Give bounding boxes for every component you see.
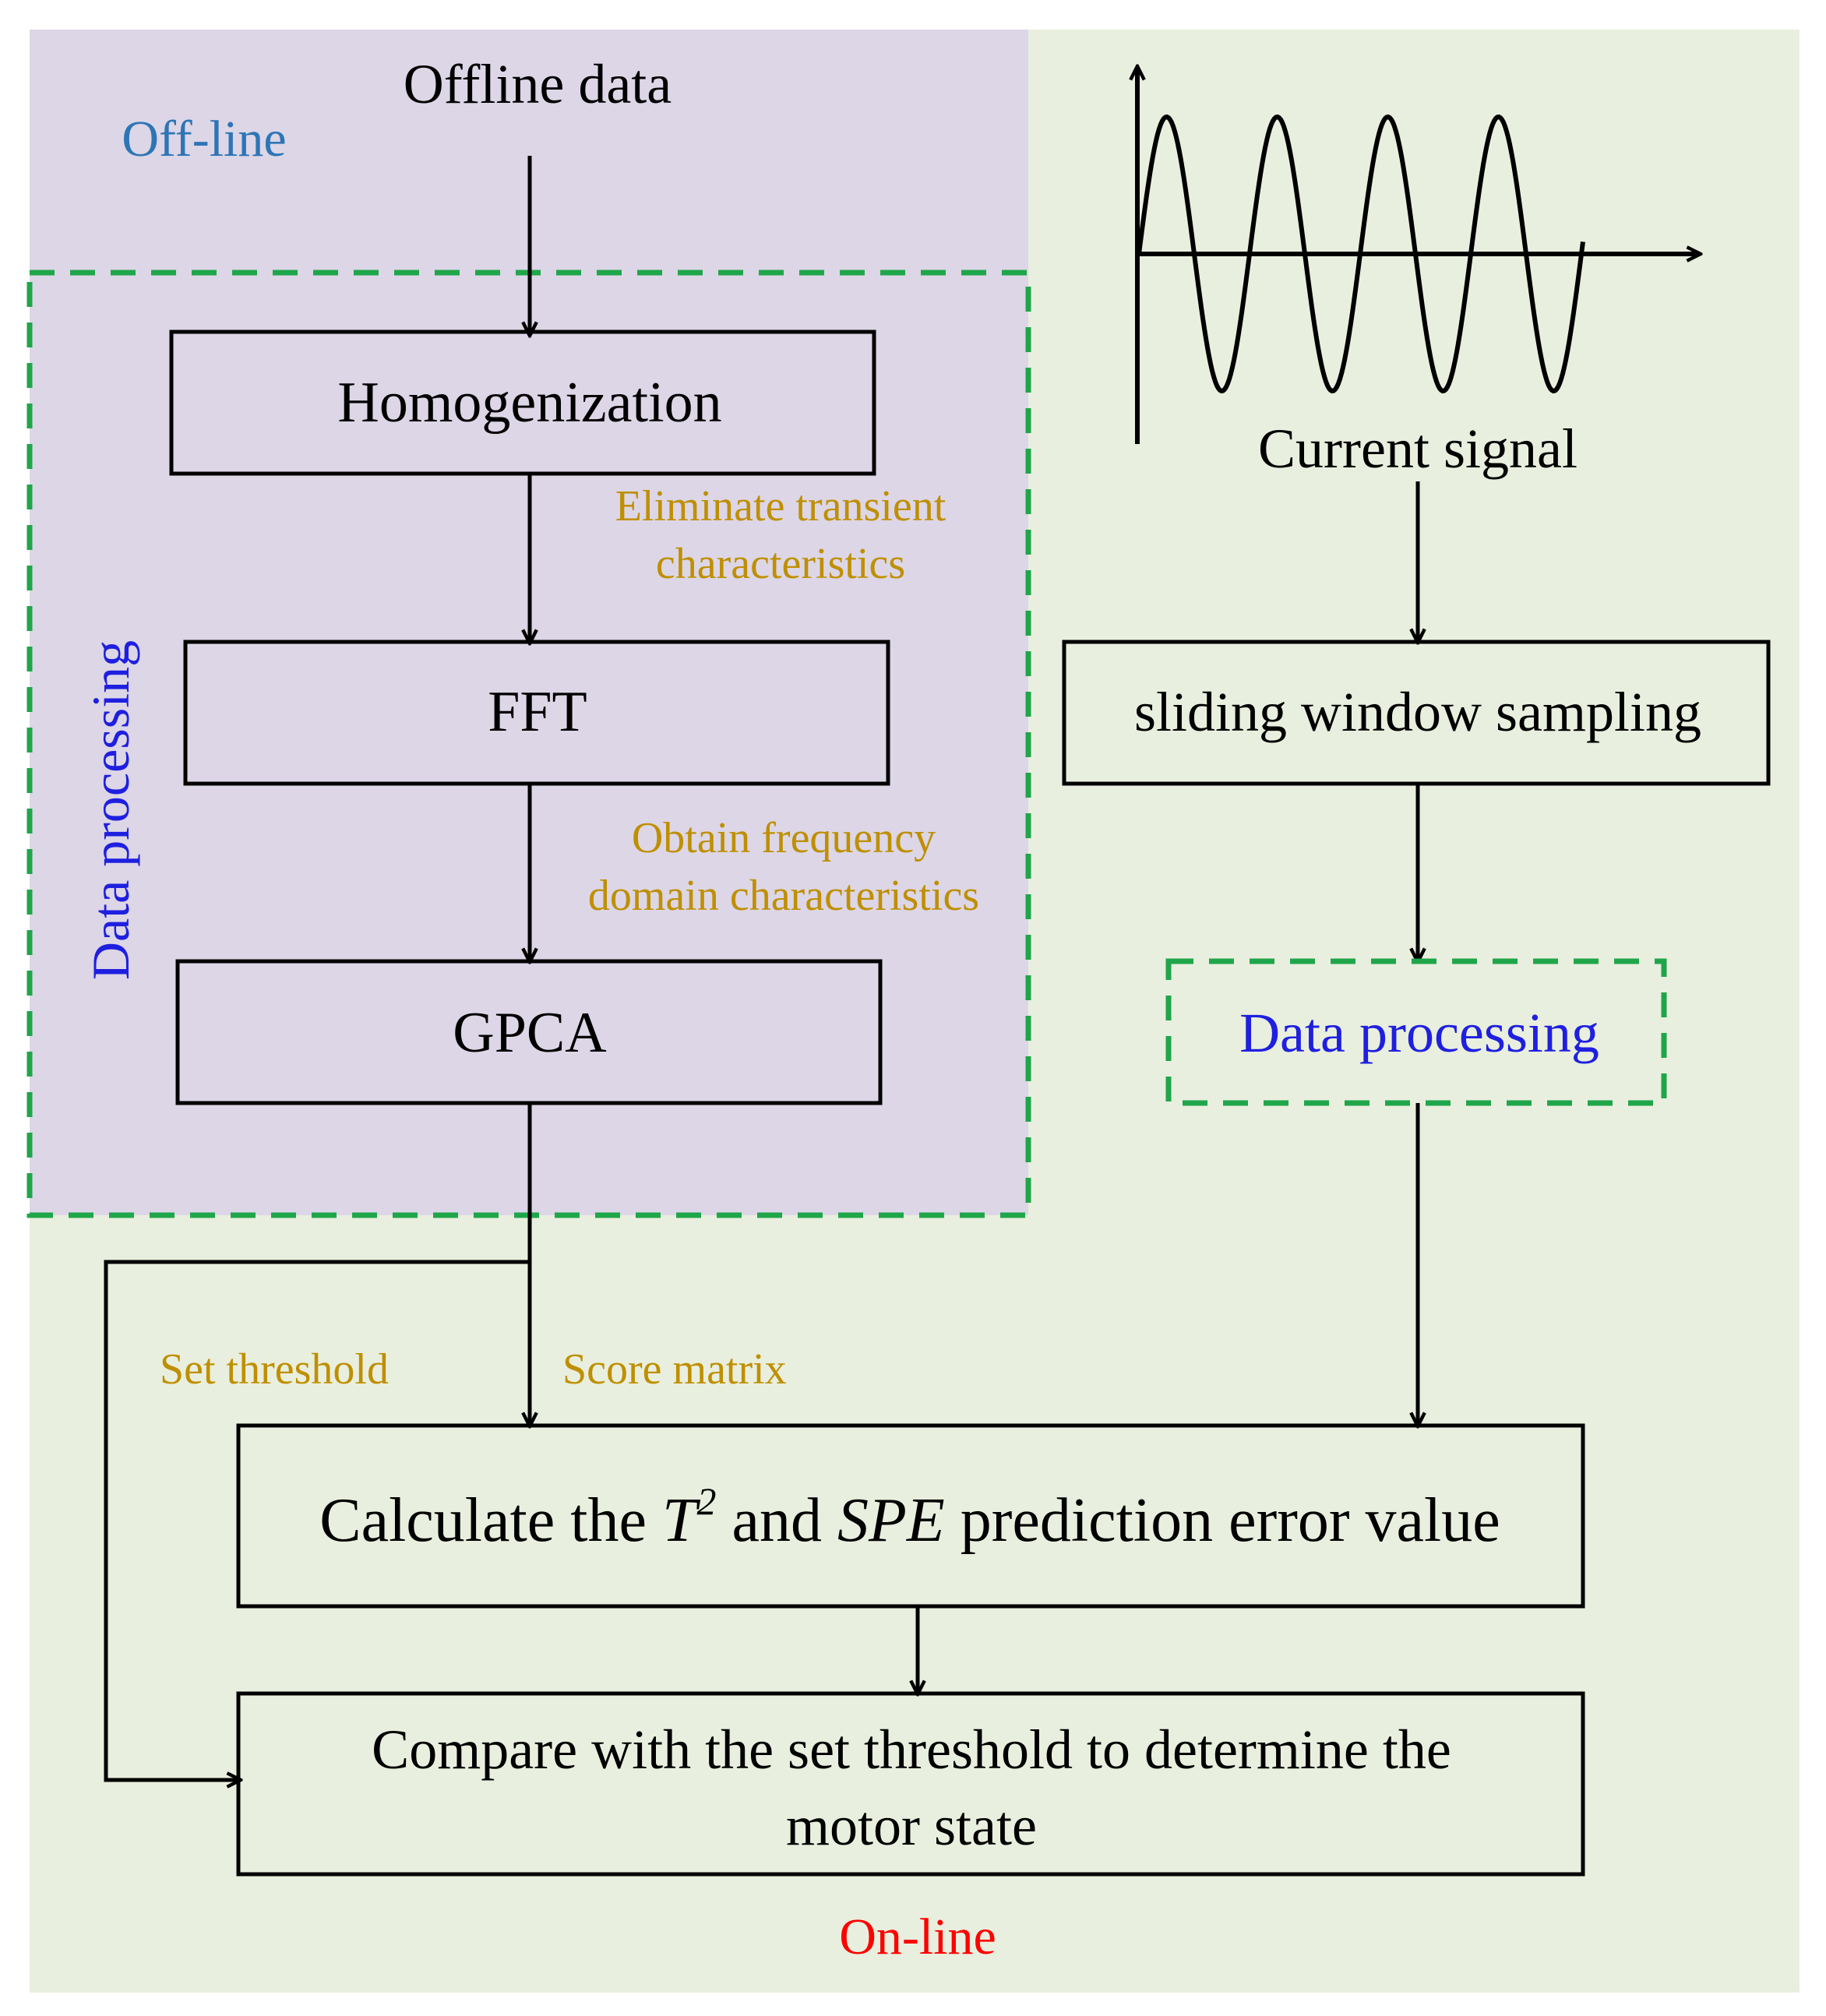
- fft-box: [183, 640, 890, 786]
- calculate-spe-variable: SPE: [837, 1486, 945, 1555]
- fft-label: FFT: [488, 680, 587, 744]
- edge-label-score-matrix: Score matrix: [562, 1345, 787, 1394]
- calculate-text-before: Calculate the: [319, 1486, 662, 1555]
- calculate-t-variable: T: [662, 1486, 701, 1555]
- offline-region-label: Off-line: [122, 111, 286, 167]
- compare-label-line1: Compare with the set threshold to determ…: [372, 1718, 1451, 1781]
- homogenization-box: [169, 330, 876, 476]
- homogenization-label: Homogenization: [337, 371, 721, 435]
- online-processing-label: Data processing: [1239, 1002, 1599, 1064]
- calculate-label: Calculate the T2 and SPE prediction erro…: [319, 1479, 1500, 1555]
- calculate-t-exponent: 2: [697, 1479, 717, 1523]
- edge-label-frequency-line1: Obtain frequency: [632, 814, 936, 862]
- edge-label-set-threshold: Set threshold: [160, 1345, 389, 1394]
- sliding-window-box: [1062, 640, 1771, 786]
- compare-box: [236, 1691, 1585, 1877]
- current-signal-label: Current signal: [1258, 418, 1577, 480]
- calculate-text-mid: and: [717, 1486, 838, 1555]
- offline-data-label: Offline data: [404, 53, 672, 115]
- online-processing-box: [1165, 958, 1667, 1106]
- edge-label-frequency-line2: domain characteristics: [588, 872, 979, 920]
- signal-waveform: [1137, 114, 1585, 394]
- online-region-label: On-line: [839, 1909, 996, 1965]
- edge-label-transient-line2: characteristics: [656, 540, 905, 588]
- calculate-box: [236, 1423, 1585, 1609]
- gpca-box: [175, 959, 883, 1105]
- offline-processing-group-label: Data processing: [81, 640, 140, 980]
- gpca-label: GPCA: [453, 1001, 606, 1065]
- current-signal-plot: [1137, 67, 1700, 444]
- compare-label-line2: motor state: [786, 1795, 1037, 1857]
- calculate-text-after: prediction error value: [945, 1486, 1500, 1555]
- arrow-threshold-to-compare: [104, 1260, 530, 1780]
- edge-label-transient-line1: Eliminate transient: [615, 482, 946, 530]
- sliding-window-label: sliding window sampling: [1134, 681, 1701, 743]
